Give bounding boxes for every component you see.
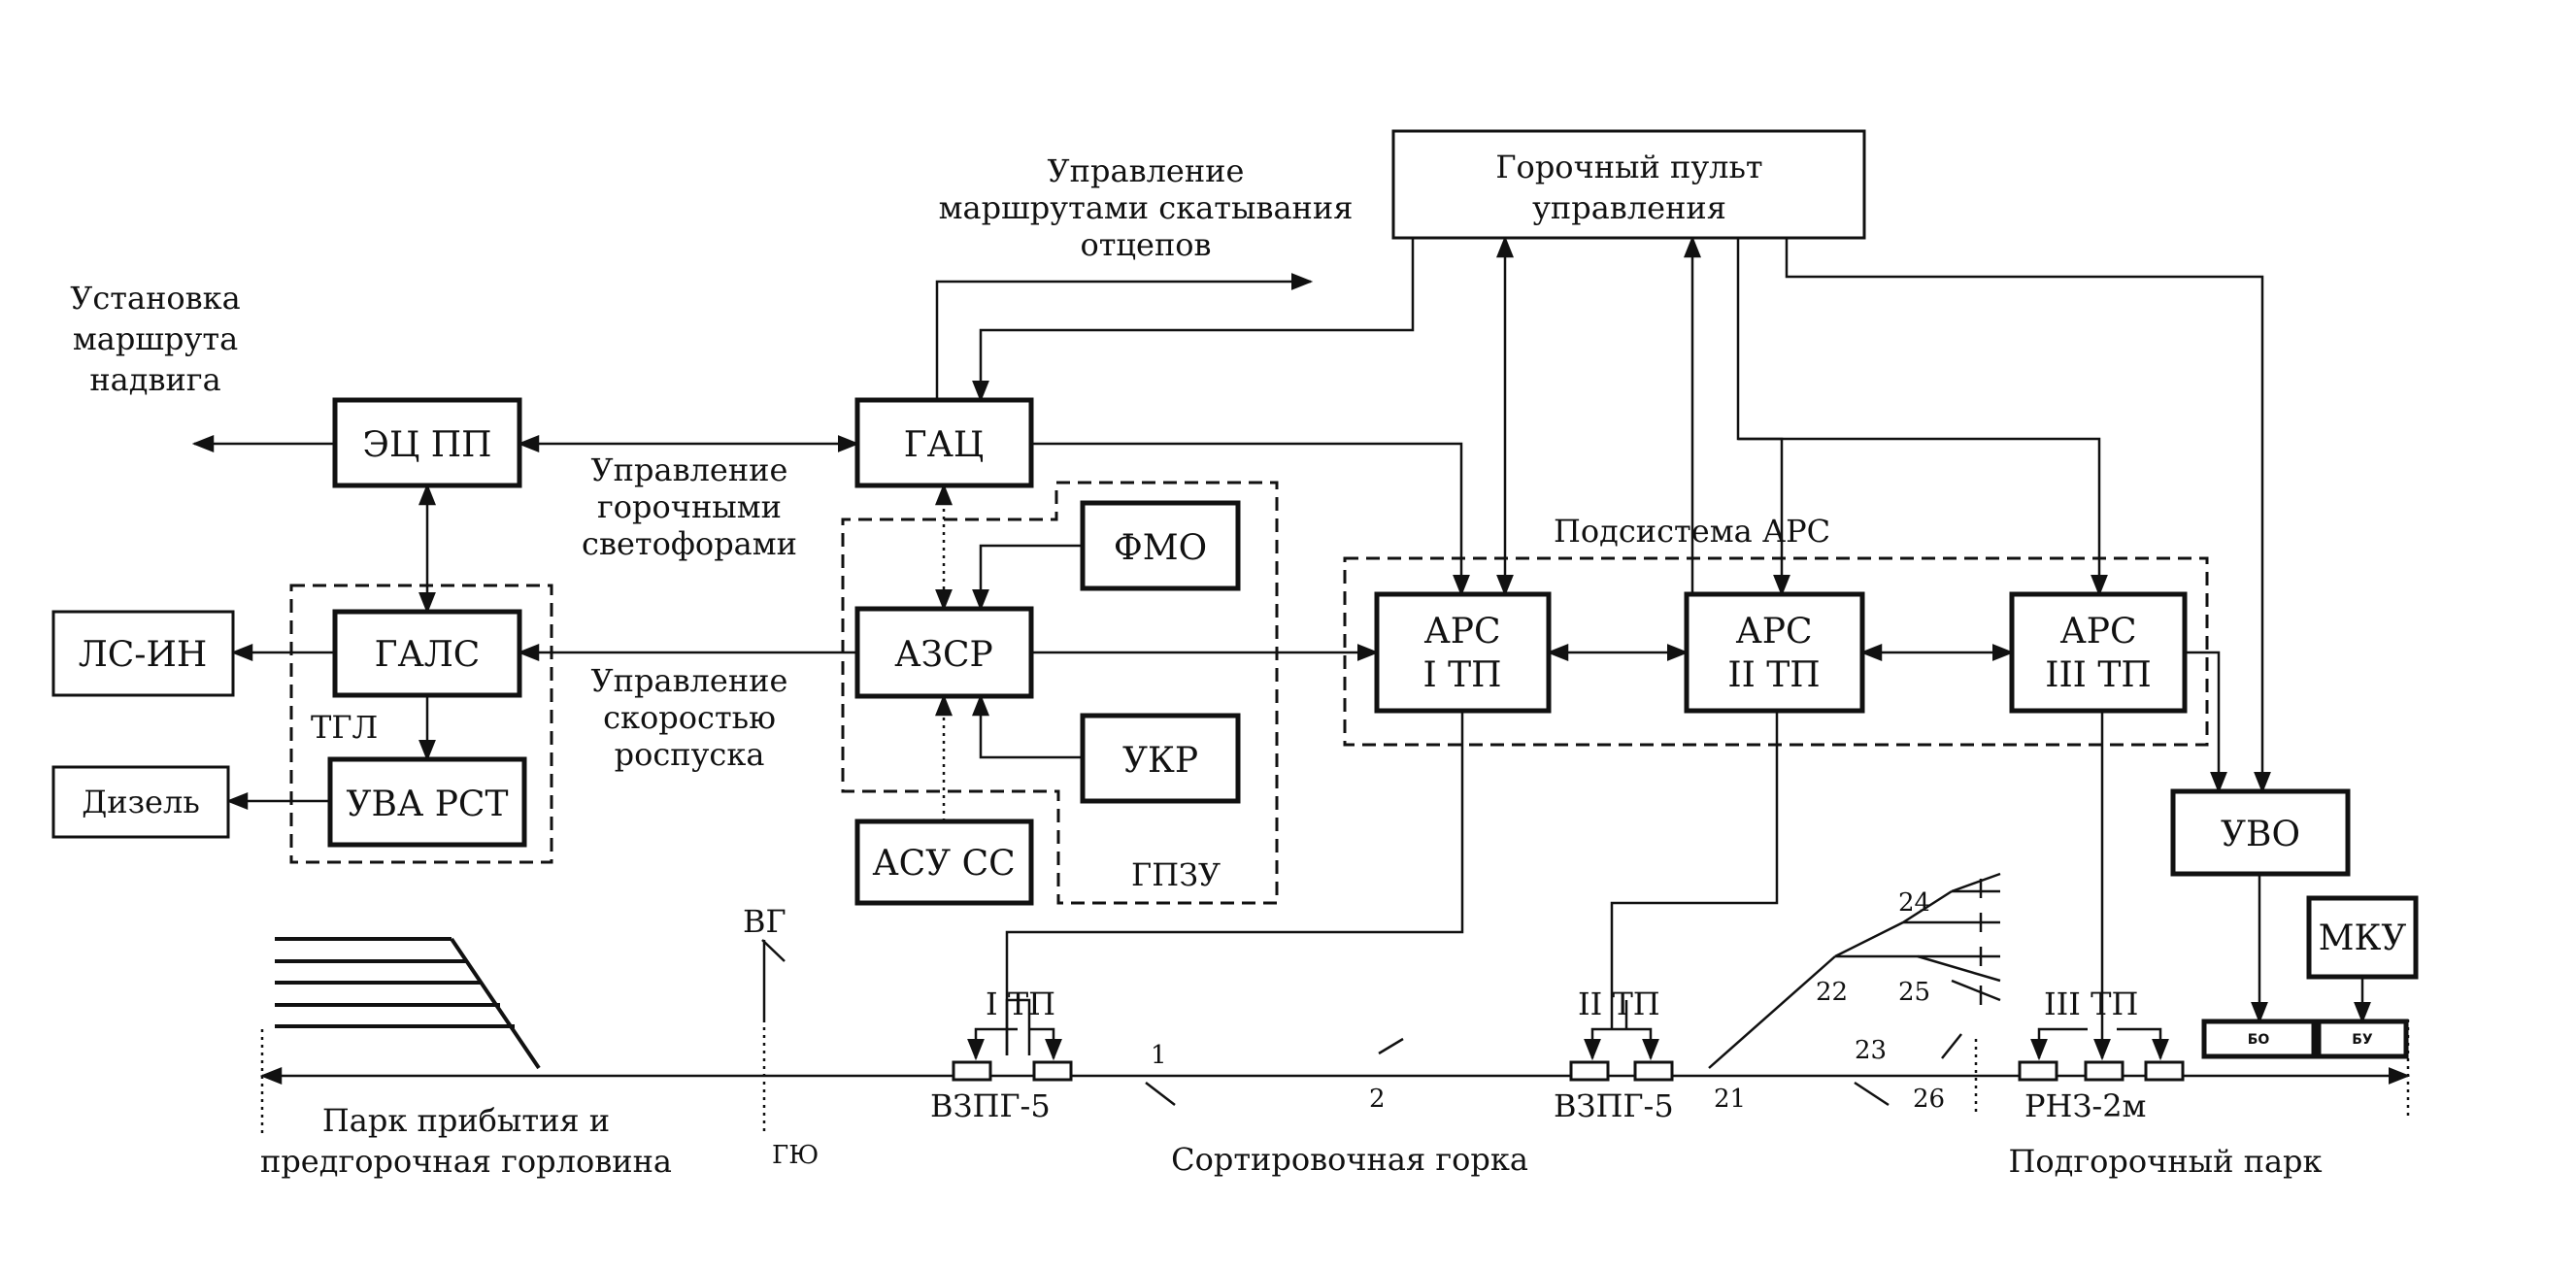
mku-box [2306, 895, 2419, 980]
ars-3-box [2009, 591, 2188, 714]
azsr-box [854, 606, 1034, 699]
speed-control-annotation: Управление скоростью роспуска [591, 662, 788, 773]
ec-pp-label: ЭЦ ПП [362, 425, 491, 465]
ars-1-label-line2: I ТП [1422, 655, 1501, 695]
svg-text:маршрута: маршрута [73, 320, 238, 357]
signal-control-annotation: Управление горочными светофорами [582, 451, 797, 562]
track-number-23: 23 [1855, 1036, 1887, 1065]
svg-text:Управление: Управление [591, 451, 788, 488]
track-number-26: 26 [1913, 1085, 1945, 1114]
ars-subsystem-label: Подсистема АРС [1554, 513, 1830, 550]
lsin-box [51, 610, 235, 697]
asu-ss-box [854, 819, 1034, 906]
ars-3-label-line1: АРС [2059, 612, 2136, 652]
gals-label: ГАЛС [375, 635, 481, 675]
fmo-box [1080, 500, 1241, 591]
sorting-hump-label: Сортировочная горка [1171, 1141, 1528, 1178]
ec-pp-box [332, 397, 522, 488]
tp2-label: II ТП [1578, 986, 1660, 1022]
bo-label: БО [2248, 1032, 2270, 1048]
asu-ss-label: АСУ СС [872, 844, 1015, 884]
uvo-label: УВО [2221, 815, 2300, 854]
tgl-label: ТГЛ [311, 709, 378, 746]
diesel-label: Дизель [82, 784, 199, 820]
svg-text:Управление: Управление [1048, 152, 1245, 189]
gyu-label: ГЮ [772, 1141, 819, 1170]
svg-text:скоростью: скоростью [603, 699, 776, 736]
tp3-label: III ТП [2044, 986, 2138, 1022]
ars-2-label-line2: II ТП [1727, 655, 1820, 695]
svg-text:отцепов: отцепов [1080, 226, 1211, 263]
vzpg-2-label: ВЗПГ-5 [1554, 1087, 1674, 1124]
route-control-annotation: Управление маршрутами скатывания отцепов [939, 152, 1354, 263]
ars-1-box [1374, 591, 1552, 714]
svg-text:горочными: горочными [597, 488, 782, 525]
arrival-park-label-line1: Парк прибытия и [322, 1102, 610, 1139]
sub-hump-park-label: Подгорочный парк [2009, 1143, 2323, 1180]
uvo-box [2170, 788, 2351, 877]
rnz-label: РНЗ-2м [2024, 1087, 2146, 1124]
diesel-box [51, 765, 230, 839]
retarders-iii [2018, 1060, 2185, 1082]
gals-box [332, 609, 522, 698]
track-number-24: 24 [1898, 888, 1930, 918]
gac-label: ГАЦ [904, 425, 985, 465]
uva-rst-label: УВА РСТ [347, 785, 509, 824]
gpzu-group-outline [841, 481, 1279, 905]
vg-label: ВГ [743, 903, 786, 940]
azsr-label: АЗСР [894, 635, 992, 675]
tp1-label: I ТП [986, 986, 1055, 1022]
svg-text:светофорами: светофорами [582, 525, 797, 562]
bu-label: БУ [2352, 1032, 2373, 1048]
ars-3-label-line2: III ТП [2045, 655, 2152, 695]
svg-text:Управление: Управление [591, 662, 788, 699]
track-number-21: 21 [1714, 1085, 1746, 1114]
uva-rst-box [327, 756, 527, 848]
ars-1-label-line1: АРС [1423, 612, 1500, 652]
gac-box [854, 397, 1034, 488]
track-number-22: 22 [1816, 978, 1848, 1007]
retarders-i [952, 1060, 1073, 1082]
control-panel-label-line1: Горочный пульт [1495, 149, 1762, 185]
arrival-park-tracks [275, 937, 541, 1070]
svg-text:надвига: надвига [89, 361, 220, 398]
control-panel-label-line2: управления [1532, 189, 1726, 226]
arrival-park-label-line2: предгорочная горловина [260, 1143, 672, 1180]
track-number-2: 2 [1369, 1085, 1386, 1114]
fmo-label: ФМО [1114, 528, 1207, 568]
bo-box [2201, 1019, 2317, 1059]
vzpg-1-label: ВЗПГ-5 [930, 1087, 1051, 1124]
svg-text:Установка: Установка [70, 280, 241, 317]
bu-box [2316, 1019, 2409, 1059]
track-number-25: 25 [1898, 978, 1930, 1007]
ukr-label: УКР [1122, 741, 1198, 781]
track-number-1: 1 [1151, 1041, 1167, 1070]
control-panel-box [1391, 129, 1866, 240]
route-setup-annotation: Установка маршрута надвига [70, 280, 241, 398]
ars-2-label-line1: АРС [1735, 612, 1812, 652]
retarders-ii [1569, 1060, 1674, 1082]
mku-label: МКУ [2319, 919, 2407, 958]
gpzu-label: ГПЗУ [1131, 856, 1221, 893]
lsin-label: ЛС-ИН [79, 635, 208, 675]
ukr-box [1080, 713, 1241, 804]
ars-2-box [1684, 591, 1865, 714]
svg-text:роспуска: роспуска [615, 736, 765, 773]
svg-text:маршрутами скатывания: маршрутами скатывания [939, 189, 1354, 226]
